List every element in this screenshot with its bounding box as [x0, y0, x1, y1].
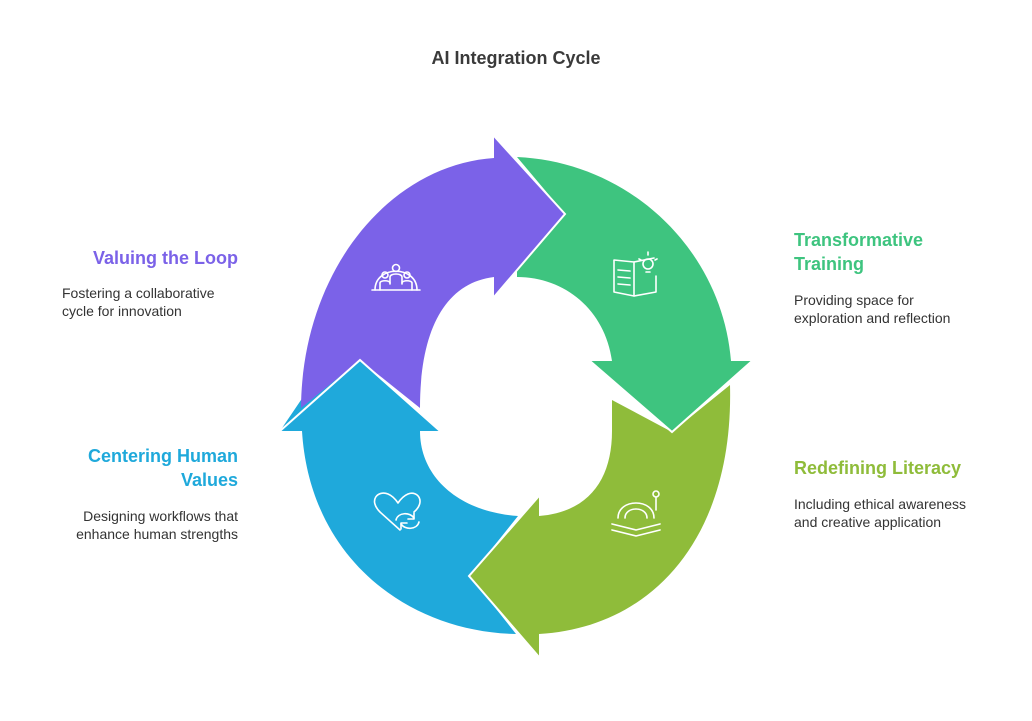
segment-redefining-literacy[interactable]: [469, 385, 731, 657]
stage-title-transformative-training: Transformative Training: [794, 230, 924, 274]
open-book-headset-icon: [611, 490, 661, 537]
diagram-title: AI Integration Cycle: [431, 48, 601, 68]
segment-centering-human-values[interactable]: [280, 360, 518, 634]
people-dome-icon: [371, 263, 421, 291]
stage-valuing-the-loop: Valuing the Loop Fostering a collaborati…: [40, 246, 238, 320]
stage-description-valuing-the-loop: Fostering a collaborative cycle for inno…: [62, 285, 215, 319]
stage-redefining-literacy: Redefining Literacy Including ethical aw…: [794, 456, 1004, 531]
stage-description-centering-human-values: Designing workflows that enhance human s…: [76, 508, 238, 542]
stage-title-valuing-the-loop: Valuing the Loop: [93, 248, 238, 268]
stage-title-centering-human-values: Centering Human Values: [87, 446, 238, 490]
stage-description-transformative-training: Providing space for exploration and refl…: [794, 292, 951, 326]
stage-description-redefining-literacy: Including ethical awareness and creative…: [794, 496, 966, 530]
stage-centering-human-values: Centering Human Values Designing workflo…: [40, 444, 238, 543]
book-lightbulb-icon: [613, 251, 658, 297]
stage-title-redefining-literacy: Redefining Literacy: [794, 458, 962, 478]
stage-transformative-training: Transformative Training Providing space …: [794, 228, 1004, 327]
heart-refresh-icon: [373, 492, 421, 531]
segment-valuing-the-loop[interactable]: [301, 136, 565, 408]
